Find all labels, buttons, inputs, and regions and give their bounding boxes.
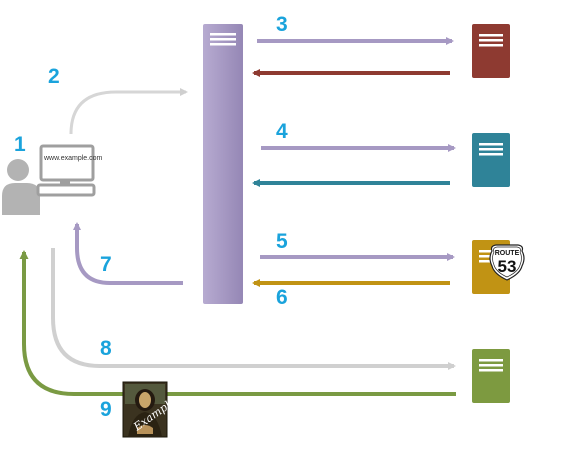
arrow-step-8	[51, 248, 456, 370]
server-red	[472, 24, 510, 78]
step-number-5: 5	[276, 230, 288, 253]
monitor-url-text: www.example.com	[43, 155, 103, 162]
step-number-7: 7	[100, 253, 112, 276]
user-icon	[2, 159, 40, 215]
step-number-4: 4	[276, 120, 288, 143]
step-number-1: 1	[14, 133, 26, 156]
arrow-step-2	[69, 88, 188, 135]
step-number-3: 3	[276, 13, 288, 36]
arrow-step-7	[73, 222, 183, 285]
arrow-step-9	[19, 250, 456, 396]
server-green	[472, 349, 510, 403]
route-number: 53	[498, 257, 517, 276]
step-number-8: 8	[100, 337, 112, 360]
route-label: ROUTE	[495, 250, 520, 257]
step-number-9: 9	[100, 398, 112, 421]
central-server	[203, 24, 243, 304]
computer-icon: www.example.com	[36, 144, 103, 197]
server-teal	[472, 133, 510, 187]
route-shield-icon: ROUTE 53	[489, 244, 525, 281]
painting-thumbnail: Example	[122, 381, 179, 438]
step-number-2: 2	[48, 65, 60, 88]
step-number-6: 6	[276, 286, 288, 309]
